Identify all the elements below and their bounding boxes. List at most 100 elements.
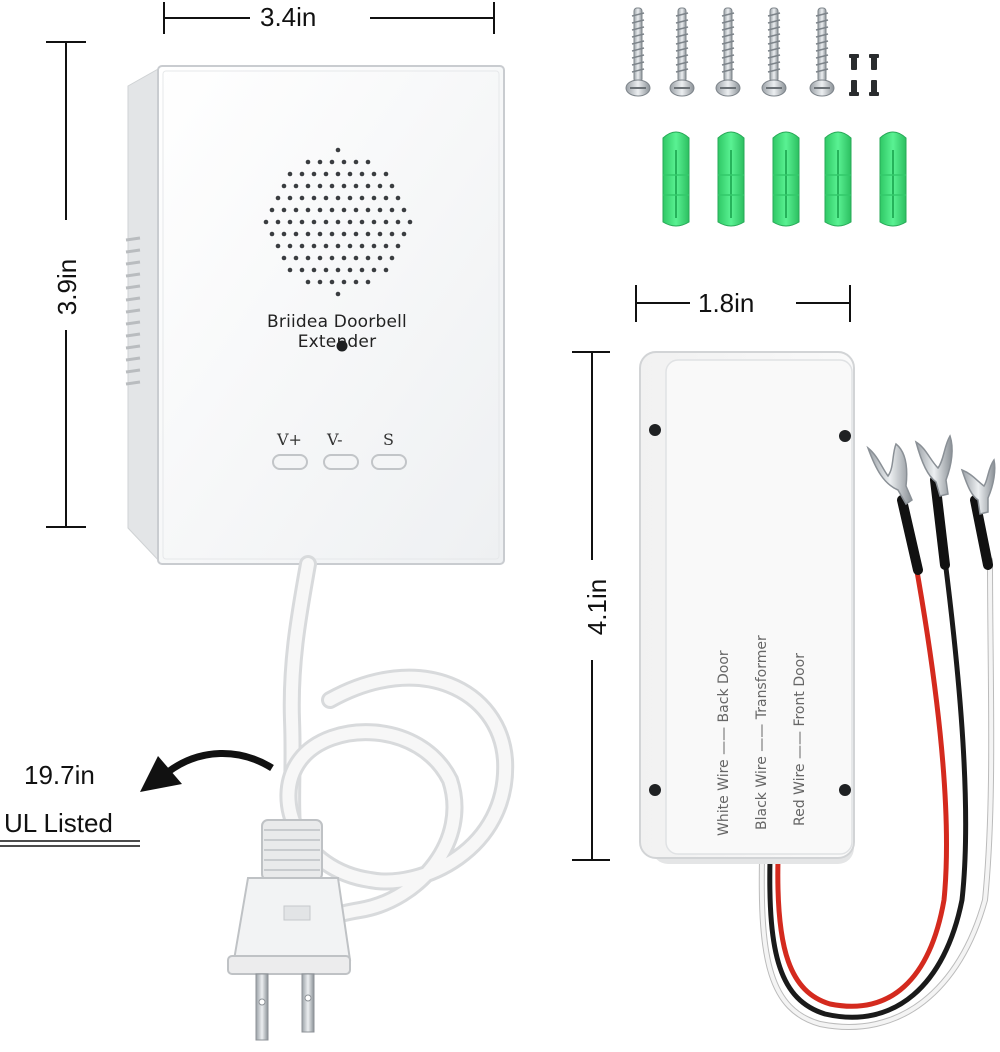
cord-length-arrow [140,750,274,792]
grille-hole [335,243,341,249]
grille-hole [371,267,377,273]
grille-hole [287,195,293,201]
grille-hole [371,171,377,177]
grille-hole [305,183,311,189]
grille-hole [281,183,287,189]
grille-hole [347,267,353,273]
grille-hole [311,267,317,273]
grille-hole [353,159,359,165]
wall-anchors [662,131,907,227]
screws [625,7,835,97]
wall-anchor [879,131,907,227]
power-cord [279,555,515,939]
grille-hole [305,279,311,285]
v-minus-label: V- [327,430,343,449]
grille-hole [293,231,299,237]
grille-hole [341,231,347,237]
grille-hole [329,255,335,261]
grille-hole [395,243,401,249]
grille-hole [341,255,347,261]
cord-length-label: 19.7in [24,760,95,790]
grille-hole [317,207,323,213]
grille-hole [305,207,311,213]
grille-hole [383,219,389,225]
white-wire-label: White Wire [716,759,732,836]
grille-hole [371,219,377,225]
wire-column-black: Black Wire —— Transformer [754,635,770,830]
grille-hole [383,195,389,201]
grille-hole [329,279,335,285]
grille-hole [329,183,335,189]
grille-hole [347,219,353,225]
wire-junction-box [639,351,855,864]
ul-listed-label: UL Listed [4,808,113,838]
grille-hole [359,267,365,273]
wall-anchor [662,131,690,227]
grille-hole [299,267,305,273]
grille-hole [269,231,275,237]
grille-hole [275,195,281,201]
grille-hole [365,207,371,213]
grille-hole [335,195,341,201]
grille-hole [281,231,287,237]
wall-anchor [824,131,852,227]
power-plug [227,819,352,1041]
spade-terminals [866,434,996,515]
transformer-label: Transformer [754,635,770,720]
height-label-box: 4.1in [582,566,612,648]
width-label-box: 1.8in [692,288,761,318]
screw [715,7,741,97]
grille-hole [347,195,353,201]
screw [761,7,787,97]
white-wire-dash: —— [716,726,732,755]
grille-hole [299,195,305,201]
grille-hole [335,147,341,153]
grille-hole [287,243,293,249]
s-button [371,454,407,470]
grille-hole [323,267,329,273]
grille-hole [341,279,347,285]
screw [809,7,835,97]
grille-hole [317,159,323,165]
grille-hole [317,183,323,189]
grille-hole [281,255,287,261]
grille-hole [353,183,359,189]
black-wire-dash: —— [754,723,770,752]
v-plus-label: V+ [277,430,302,449]
grille-hole [359,243,365,249]
grille-hole [353,279,359,285]
grille-hole [275,219,281,225]
grille-hole [407,219,413,225]
grille-hole [341,183,347,189]
grille-hole [299,171,305,177]
grille-hole [377,231,383,237]
grille-hole [263,219,269,225]
grille-hole [341,159,347,165]
grille-hole [365,159,371,165]
grille-hole [365,231,371,237]
grille-hole [323,195,329,201]
wire-column-white: White Wire —— Back Door [716,650,732,836]
grille-hole [335,171,341,177]
grille-hole [329,231,335,237]
grille-hole [287,267,293,273]
width-label-main: 3.4in [254,2,323,32]
grille-hole [383,171,389,177]
grille-hole [323,219,329,225]
grille-hole [299,219,305,225]
screw [669,7,695,97]
grille-hole [383,243,389,249]
grille-hole [347,171,353,177]
grille-hole [365,255,371,261]
grille-hole [305,231,311,237]
grille-hole [311,219,317,225]
grille-hole [269,207,275,213]
grille-hole [329,207,335,213]
grille-hole [383,267,389,273]
grille-hole [329,159,335,165]
grille-hole [377,255,383,261]
height-label-box-wrap: 4.1in [566,566,626,648]
wires [758,475,995,1030]
grille-hole [311,195,317,201]
